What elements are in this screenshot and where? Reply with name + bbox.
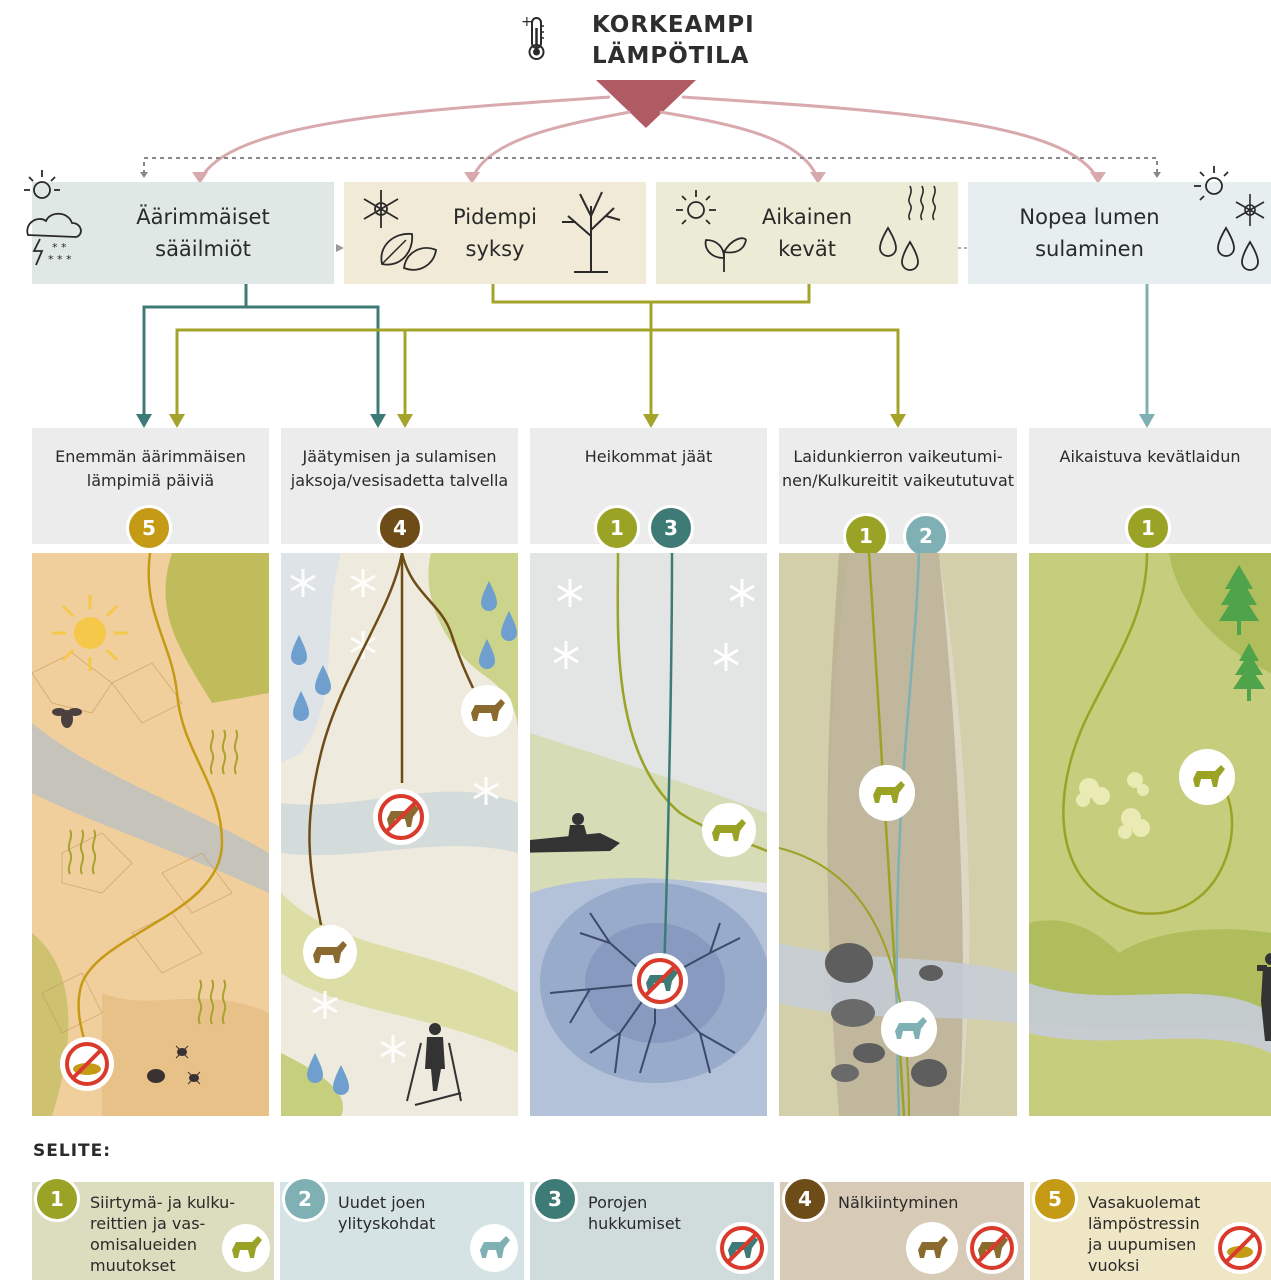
water-drop-icon [291, 581, 517, 1095]
route-line-1 [1062, 553, 1234, 915]
legend-badge-5: 5 [1032, 1176, 1078, 1222]
snowflake-icon [290, 569, 499, 1063]
snowmobile-icon [530, 813, 620, 853]
svg-text:+: + [521, 14, 533, 30]
panel-early-spring [1029, 553, 1271, 1116]
category-label: sulaminen [1035, 237, 1144, 261]
fly-icon [52, 708, 82, 728]
spruce-tree-icon [1219, 565, 1265, 701]
lichen-icon [1076, 772, 1150, 839]
bare-tree-icon [562, 191, 621, 273]
legend-text: Nälkiintyminen [838, 1193, 959, 1212]
no-reindeer-icon [716, 1222, 768, 1274]
heat-waves-icon [197, 979, 227, 1025]
panel-warm-days [32, 553, 269, 1116]
snowflake-icon [1235, 194, 1265, 226]
category-label: kevät [778, 237, 836, 261]
storm-cloud-icon: * ** * * [26, 212, 82, 266]
legend-text: Siirtymä- ja kulku-reittien ja vas-omisa… [90, 1193, 235, 1275]
panel-weaker-ice [530, 553, 767, 1116]
photographer-icon [1257, 953, 1271, 1041]
connector-lines [136, 80, 1161, 428]
legend-badge-2: 2 [282, 1176, 328, 1222]
water-drop-icon [879, 226, 919, 271]
reindeer-icon [303, 925, 357, 979]
temperature-triangle [596, 80, 696, 128]
legend-item-1: 1 Siirtymä- ja kulku-reittien ja vas-omi… [32, 1176, 274, 1280]
legend-badge-3: 3 [532, 1176, 578, 1222]
legend-item-4: 4 Nälkiintyminen [780, 1176, 1024, 1280]
reindeer-icon [702, 803, 756, 857]
category-label: Pidempi [453, 205, 537, 229]
sun-icon [52, 595, 128, 671]
no-reindeer-icon [373, 789, 429, 845]
category-label: sääilmiöt [155, 237, 251, 261]
panel-grazing-routes [779, 553, 1017, 1116]
reindeer-icon [859, 765, 915, 821]
category-extreme-weather: Äärimmäiset sääilmiöt [32, 182, 334, 284]
category-longer-autumn: Pidempi syksy [344, 182, 646, 284]
leaves-icon [380, 233, 437, 271]
reindeer-icon [222, 1224, 270, 1272]
snowflake-icon [363, 190, 399, 228]
reindeer-icon [1179, 749, 1235, 805]
sun-icon [24, 170, 60, 199]
panel-freeze-thaw [281, 553, 518, 1116]
sun-icon [1194, 166, 1229, 201]
no-reindeer-icon [1214, 1222, 1266, 1274]
badge-2: 2 [903, 513, 949, 559]
legend-title: SELITE: [33, 1141, 112, 1161]
water-drop-icon [1217, 226, 1259, 271]
category-fast-snowmelt: Nopea lumen sulaminen [968, 182, 1271, 284]
badge-4: 4 [377, 505, 423, 551]
category-label: Nopea lumen [1019, 205, 1160, 229]
mosquito-icon [147, 1045, 201, 1085]
reindeer-icon [906, 1222, 958, 1274]
page-title: KORKEAMPI LÄMPÖTILA [592, 12, 755, 69]
category-label: Äärimmäiset [136, 205, 270, 229]
reindeer-icon [461, 685, 513, 737]
legend-badge-1: 1 [34, 1176, 80, 1222]
badge-1: 1 [1125, 505, 1171, 551]
category-label: syksy [465, 237, 525, 261]
snowflake-icon [553, 579, 755, 671]
effect-grazing-routes: Laidunkierron vaikeutumi-nen/Kulkureitit… [779, 428, 1017, 559]
no-reindeer-icon [966, 1222, 1018, 1274]
thermometer-icon: + [520, 14, 550, 62]
heat-waves-icon [908, 185, 936, 221]
legend-badge-4: 4 [782, 1176, 828, 1222]
badge-1: 1 [594, 505, 640, 551]
category-label: Aikainen [761, 205, 853, 229]
heat-waves-icon [67, 829, 97, 875]
badge-5: 5 [126, 505, 172, 551]
effect-weaker-ice: Heikommat jäät 1 3 [530, 428, 767, 551]
route-line-5 [77, 553, 224, 1054]
sprout-icon [704, 237, 747, 272]
skier-icon [406, 1023, 462, 1106]
svg-text:* *: * * [52, 241, 67, 254]
heat-waves-icon [209, 729, 239, 775]
reindeer-icon [881, 1001, 937, 1057]
no-reindeer-icon [60, 1037, 114, 1091]
svg-text:* * *: * * * [48, 253, 72, 266]
effect-early-spring-pasture: Aikaistuva kevätlaidun 1 [1029, 428, 1271, 551]
badge-3: 3 [648, 505, 694, 551]
reindeer-icon [470, 1224, 518, 1272]
route-line-4 [308, 553, 475, 926]
sun-icon [676, 190, 716, 225]
no-reindeer-icon [632, 953, 688, 1009]
